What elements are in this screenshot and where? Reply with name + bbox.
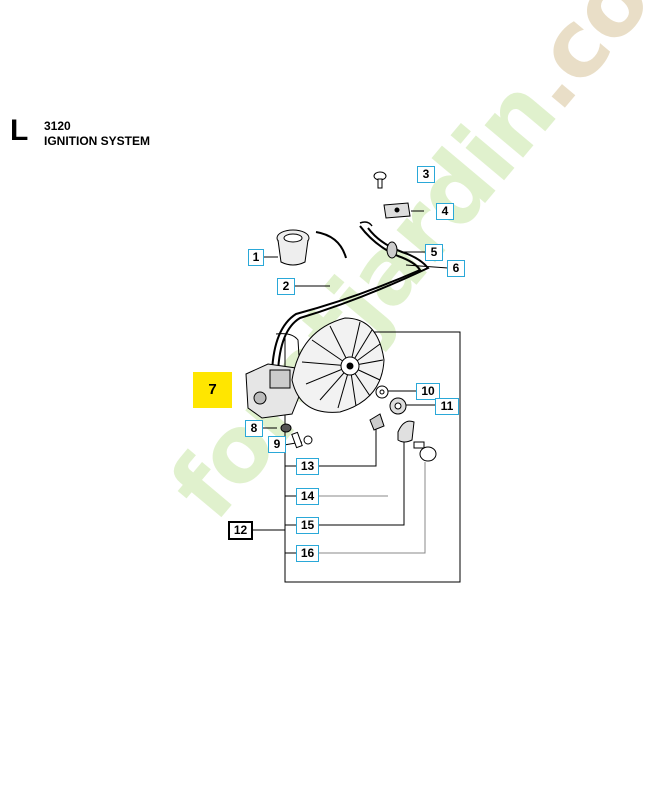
part-screw-9 <box>291 431 313 449</box>
part-flywheel <box>291 317 385 413</box>
callout-2: 2 <box>277 278 295 295</box>
section-title: IGNITION SYSTEM <box>44 134 151 148</box>
section-letter: L <box>10 114 29 147</box>
part-screw-3 <box>373 171 387 189</box>
callout-7-highlight: 7 <box>193 372 232 408</box>
part-grommet-5 <box>386 241 398 259</box>
callout-5: 5 <box>425 244 443 261</box>
callout-15: 15 <box>296 517 319 534</box>
bracket-12 <box>284 331 461 583</box>
callout-11: 11 <box>435 398 459 415</box>
part-module-7 <box>245 333 301 419</box>
part-nut-11 <box>389 397 407 415</box>
leader-13 <box>315 427 377 467</box>
callout-4: 4 <box>436 203 454 220</box>
leader-15 <box>315 434 405 526</box>
callout-16: 16 <box>296 545 319 562</box>
callout-9: 9 <box>268 436 286 453</box>
part-spring-13 <box>369 413 385 431</box>
callout-10: 10 <box>416 383 440 400</box>
part-washer-8 <box>280 423 292 433</box>
part-plug-cap-1 <box>276 229 310 266</box>
callout-3: 3 <box>417 166 435 183</box>
callout-13: 13 <box>296 458 319 475</box>
section-code: 3120 <box>44 119 71 133</box>
leader-16 <box>315 462 426 554</box>
callout-6: 6 <box>447 260 465 277</box>
callout-12: 12 <box>228 521 253 540</box>
callout-1: 1 <box>248 249 264 266</box>
part-pawl-15 <box>397 420 415 443</box>
part-washer-10 <box>375 385 389 399</box>
part-screw-16 <box>413 441 437 462</box>
part-clip-4 <box>383 202 411 219</box>
callout-8: 8 <box>245 420 263 437</box>
callout-14: 14 <box>296 488 319 505</box>
